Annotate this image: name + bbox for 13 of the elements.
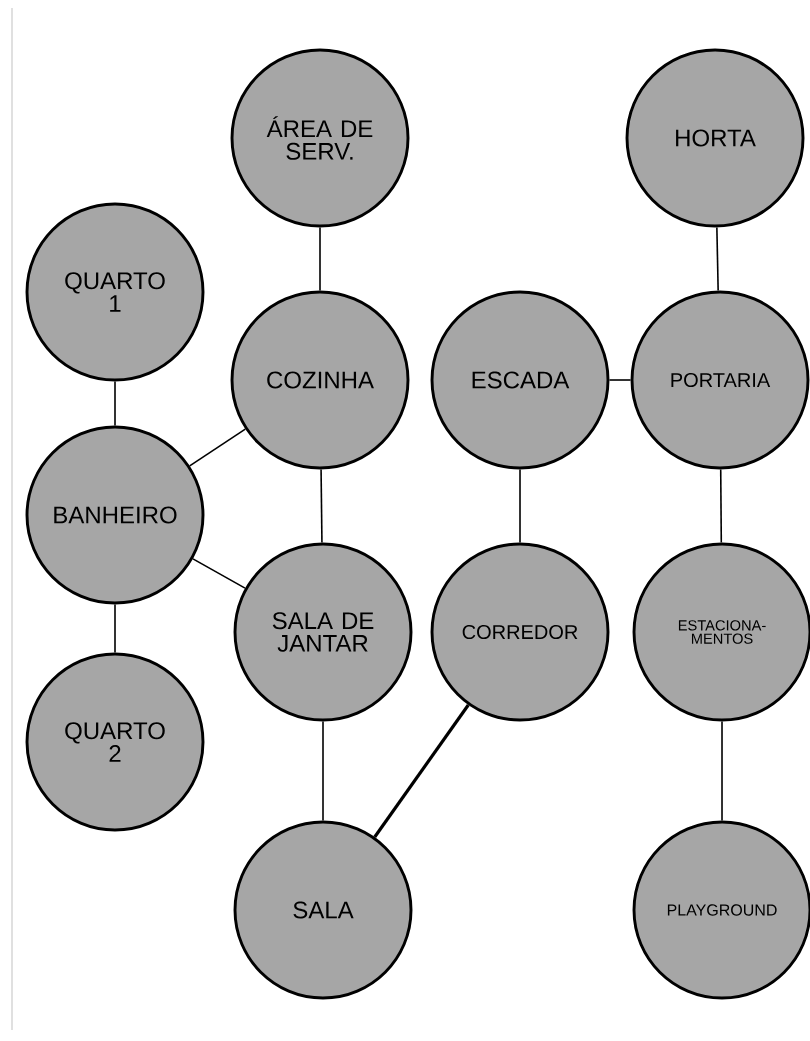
connector-line bbox=[322, 720, 324, 822]
connector-line bbox=[608, 379, 632, 381]
connector-line bbox=[319, 226, 321, 292]
connector-line bbox=[716, 226, 719, 292]
connector-line bbox=[114, 380, 116, 427]
connector-line bbox=[719, 468, 723, 544]
connector-line bbox=[519, 468, 521, 544]
connector-line bbox=[114, 603, 116, 654]
connector-line bbox=[373, 704, 470, 838]
connector-line bbox=[721, 720, 723, 822]
connector-line bbox=[192, 558, 246, 589]
connector-line bbox=[188, 428, 247, 467]
connector-line bbox=[320, 468, 323, 544]
